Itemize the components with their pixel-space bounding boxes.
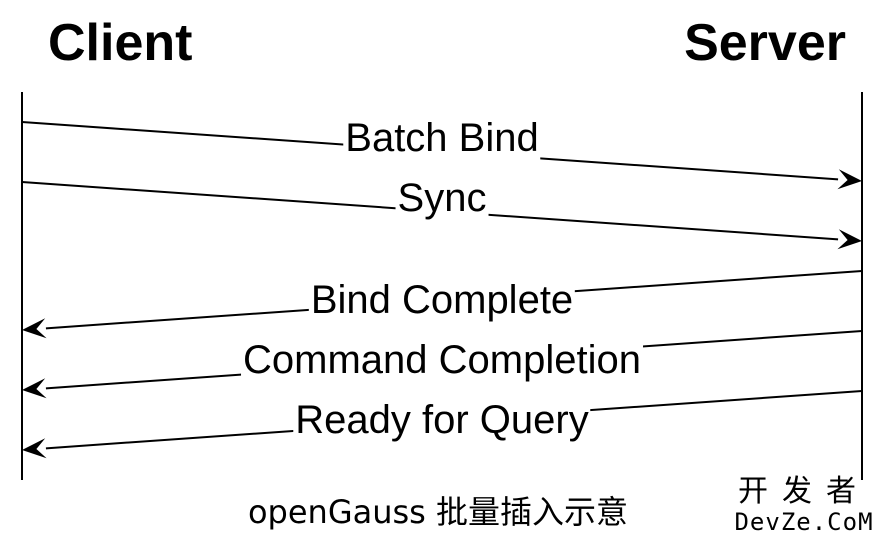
message-arrowhead: [22, 378, 47, 399]
watermark-logo: 开发者 DevZe.CoM: [728, 474, 880, 538]
watermark-line1: 开发者: [738, 474, 870, 509]
message-label-sync: Sync: [395, 175, 489, 221]
message-label-batch-bind: Batch Bind: [343, 115, 541, 161]
diagram-caption: openGauss 批量插入示意: [247, 493, 629, 531]
message-label-bind-complete: Bind Complete: [308, 277, 576, 323]
message-arrowhead: [837, 169, 862, 190]
message-label-ready-for-query: Ready for Query: [293, 397, 591, 443]
participant-server: Server: [684, 14, 846, 72]
message-arrowhead: [22, 438, 47, 459]
message-arrowhead: [22, 318, 47, 339]
watermark-line2: DevZe.CoM: [734, 508, 874, 536]
message-label-command-completion: Command Completion: [241, 337, 643, 383]
message-arrowhead: [837, 229, 862, 250]
participant-client: Client: [48, 14, 193, 72]
